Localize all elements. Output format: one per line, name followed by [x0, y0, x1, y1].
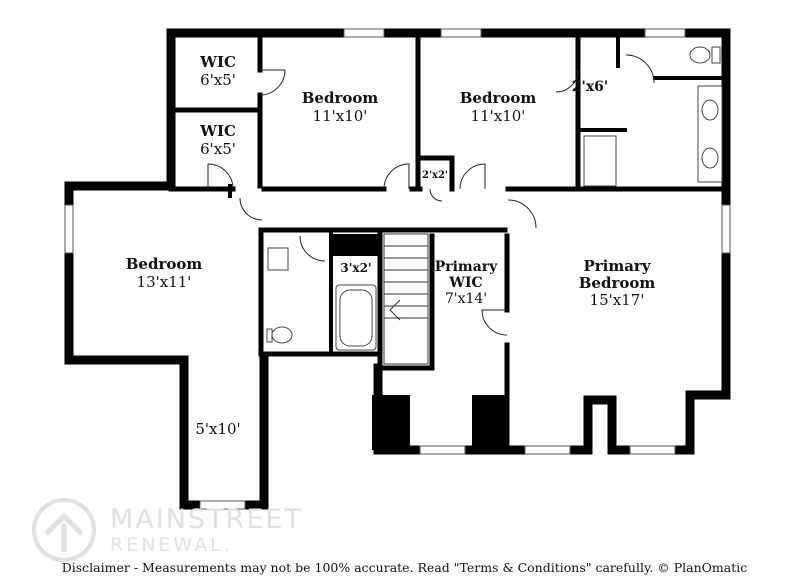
- windows: [64, 28, 731, 510]
- room-dims: 15'x17': [590, 291, 645, 309]
- room-labels: WIC 6'x5' Bedroom 11'x10' Bedroom 11'x10…: [126, 53, 656, 438]
- room-name: WIC: [199, 53, 236, 71]
- room-name: Primary: [435, 259, 498, 275]
- room-dims: 2'x2': [422, 170, 448, 181]
- dark-block: [472, 395, 508, 450]
- room-dims: 7'x14': [445, 291, 487, 307]
- room-name: Bedroom: [126, 255, 203, 273]
- room-name: Bedroom: [460, 89, 537, 107]
- watermark-logo: MAINSTREET RENEWAL.: [28, 494, 328, 564]
- doors: [207, 54, 655, 336]
- logo-icon: [32, 498, 96, 562]
- walls: [64, 28, 731, 510]
- room-dims: 6'x5': [200, 71, 236, 89]
- watermark-name: MAINSTREET: [110, 504, 303, 535]
- watermark-sub: RENEWAL.: [110, 534, 233, 556]
- room-name: Primary: [583, 257, 651, 275]
- dark-block: [372, 395, 410, 450]
- room-name-line2: Bedroom: [579, 274, 656, 292]
- room-dims: 11'x10': [313, 107, 368, 125]
- room-dims: 11'x10': [471, 107, 526, 125]
- room-dims: 6'x5': [200, 140, 236, 158]
- room-dims: 2'x6': [572, 79, 608, 95]
- room-dims: 3'x2': [340, 261, 371, 275]
- room-dims: 13'x11': [137, 273, 192, 291]
- room-name: Bedroom: [302, 89, 379, 107]
- stairs: [383, 233, 429, 365]
- disclaimer-text: Disclaimer - Measurements may not be 100…: [61, 560, 748, 575]
- fixtures: [266, 46, 723, 351]
- room-dims: 5'x10': [195, 420, 240, 438]
- dark-block: [332, 234, 378, 256]
- room-name: WIC: [199, 122, 236, 140]
- room-name-line2: WIC: [448, 275, 482, 291]
